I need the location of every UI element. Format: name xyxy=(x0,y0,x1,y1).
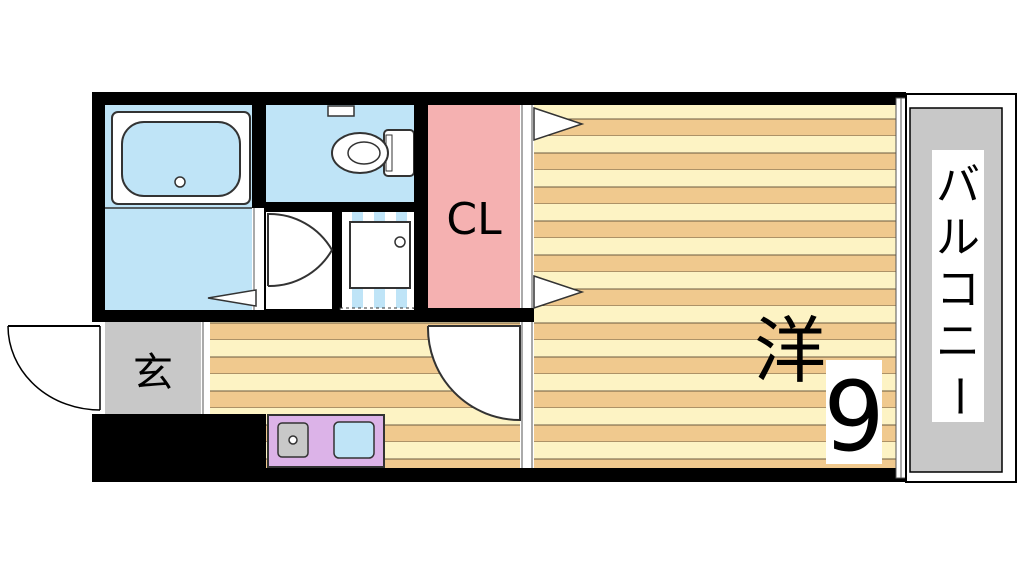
bathtub-icon xyxy=(111,111,251,205)
balcony-char-2: ル xyxy=(936,212,980,263)
washroom-door xyxy=(267,212,333,286)
balcony-label: バ ル コ ニ ー xyxy=(933,160,984,418)
balcony-char-5: ー xyxy=(933,374,984,418)
balcony-char-4: ニ xyxy=(936,316,980,367)
stove-icon xyxy=(277,422,309,458)
entrance xyxy=(105,322,201,414)
western-room-label: 洋 xyxy=(754,309,826,393)
balcony-char-1: バ xyxy=(936,160,980,211)
closet-label: CL xyxy=(446,194,502,245)
entrance-door xyxy=(7,325,101,411)
washbasin-icon xyxy=(349,221,411,289)
balcony-char-3: コ xyxy=(936,264,980,315)
room-door-strip xyxy=(520,322,534,468)
washroom-left xyxy=(266,212,332,310)
closet-door-lower xyxy=(533,274,585,310)
balcony xyxy=(905,93,1017,483)
room-size-label: 9 xyxy=(823,361,884,473)
closet-door-upper xyxy=(533,106,585,142)
closet xyxy=(428,105,520,308)
bath-door xyxy=(207,289,257,307)
closet-door-strip xyxy=(520,105,534,308)
room-door xyxy=(426,325,521,422)
entrance-label: 玄 xyxy=(133,350,173,396)
sink-icon xyxy=(333,421,375,459)
